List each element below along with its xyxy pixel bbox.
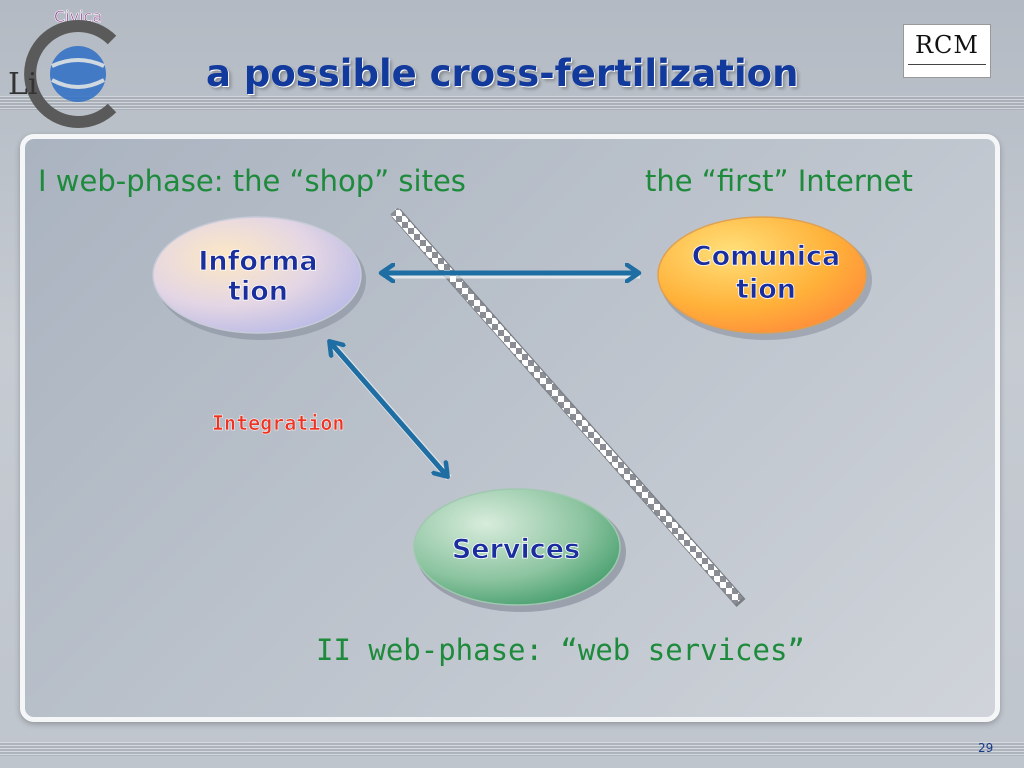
footer-stripe bbox=[0, 742, 1024, 756]
integration-label: Integration bbox=[212, 411, 344, 435]
rcm-subtitle bbox=[908, 64, 986, 71]
page-number: 29 bbox=[978, 741, 994, 755]
phase1-label: I web-phase: the “shop” sites bbox=[38, 164, 466, 198]
slide-title: a possible cross-fertilization bbox=[206, 52, 799, 95]
node-comunication-line1: Comunica bbox=[692, 241, 840, 272]
content-panel bbox=[20, 134, 1000, 722]
logo-c-shape bbox=[24, 20, 117, 128]
node-comunication-line2: tion bbox=[736, 274, 796, 305]
header-stripe bbox=[0, 96, 1024, 110]
rcm-letters: RCM bbox=[914, 31, 979, 59]
first-internet-label: the “first” Internet bbox=[645, 164, 913, 198]
node-comunication: Comunica tion bbox=[657, 216, 872, 340]
node-information: Informa tion bbox=[152, 216, 366, 340]
logo-globe-bands bbox=[51, 58, 105, 89]
civica-logo: Civica Li bbox=[8, 7, 117, 128]
rcm-logo: RCM bbox=[903, 24, 991, 78]
node-services: Services bbox=[413, 488, 626, 612]
node-services-label: Services bbox=[452, 534, 580, 565]
node-information-line2: tion bbox=[228, 276, 288, 307]
logo-initials: Li bbox=[8, 67, 38, 102]
node-information-line1: Informa bbox=[198, 246, 317, 277]
arrow-information-services bbox=[330, 342, 447, 476]
phase2-label: II web-phase: “web services” bbox=[316, 633, 805, 667]
